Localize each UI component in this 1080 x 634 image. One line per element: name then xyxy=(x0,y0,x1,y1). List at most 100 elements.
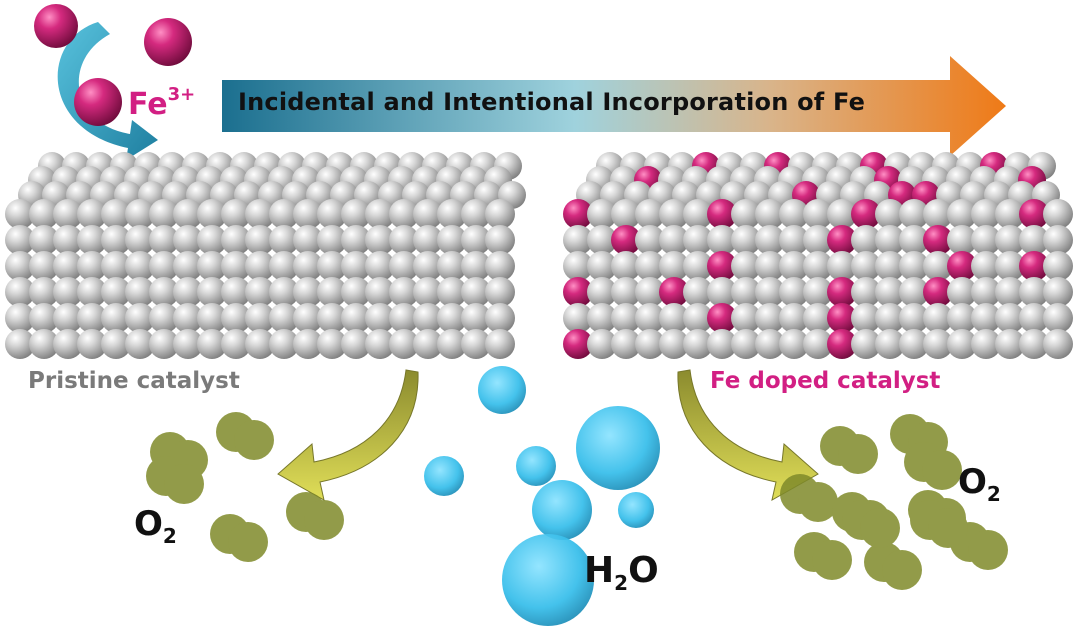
lattice-atom xyxy=(365,303,395,333)
lattice-atom xyxy=(317,251,347,281)
oxygen-bubble xyxy=(164,464,204,504)
lattice-atom xyxy=(635,225,665,255)
fe-charge: 3+ xyxy=(167,84,196,105)
lattice-atom xyxy=(29,225,59,255)
lattice-atom xyxy=(1019,329,1049,359)
lattice-atom xyxy=(221,225,251,255)
fe-atom xyxy=(707,251,737,281)
lattice-atom xyxy=(995,225,1025,255)
lattice-atom xyxy=(149,199,179,229)
lattice-atom xyxy=(875,329,905,359)
lattice-atom xyxy=(683,329,713,359)
lattice-atom xyxy=(947,225,977,255)
lattice-atom xyxy=(971,303,1001,333)
lattice-atom xyxy=(221,251,251,281)
lattice-atom xyxy=(803,225,833,255)
lattice-atom xyxy=(683,225,713,255)
lattice-atom xyxy=(173,199,203,229)
lattice-atom xyxy=(755,329,785,359)
oxygen-bubble xyxy=(922,450,962,490)
lattice-atom xyxy=(485,225,515,255)
lattice-atom xyxy=(389,251,419,281)
lattice-atom xyxy=(173,277,203,307)
lattice-atom xyxy=(851,303,881,333)
fe-atom xyxy=(827,277,857,307)
lattice-atom xyxy=(995,303,1025,333)
lattice-atom xyxy=(563,251,593,281)
lattice-atom xyxy=(5,303,35,333)
water-droplet xyxy=(516,446,556,486)
curved-down-arrow xyxy=(277,369,419,501)
o2-left-subscript: 2 xyxy=(162,524,177,548)
lattice-atom xyxy=(611,303,641,333)
lattice-atom xyxy=(563,225,593,255)
water-droplets xyxy=(424,366,660,626)
fe-atom xyxy=(923,277,953,307)
lattice-atom xyxy=(899,251,929,281)
lattice-atom xyxy=(587,225,617,255)
lattice-atom xyxy=(803,329,833,359)
lattice-atom xyxy=(683,251,713,281)
lattice-atom xyxy=(341,303,371,333)
lattice-atom xyxy=(635,329,665,359)
lattice-atom xyxy=(995,251,1025,281)
lattice-atom xyxy=(5,251,35,281)
lattice-atom xyxy=(77,303,107,333)
o2-left-symbol: O xyxy=(134,504,163,544)
lattice-atom xyxy=(269,199,299,229)
oxygen-bubble xyxy=(928,508,968,548)
fe-atom xyxy=(1019,199,1049,229)
h2o-subscript: 2 xyxy=(614,571,629,595)
lattice-atom xyxy=(197,251,227,281)
lattice-atom xyxy=(317,225,347,255)
lattice-atom xyxy=(221,329,251,359)
lattice-atom xyxy=(245,277,275,307)
curved-ion-arrow xyxy=(57,22,159,160)
lattice-atom xyxy=(875,251,905,281)
lattice-atom xyxy=(365,199,395,229)
lattice-atom xyxy=(437,329,467,359)
lattice-atom xyxy=(731,329,761,359)
lattice-atom xyxy=(923,303,953,333)
lattice-atom xyxy=(803,303,833,333)
lattice-atom xyxy=(485,251,515,281)
lattice-atom xyxy=(587,329,617,359)
lattice-atom xyxy=(5,277,35,307)
oxygen-bubble xyxy=(968,530,1008,570)
lattice-atom xyxy=(341,199,371,229)
fe-doped-catalyst-label: Fe doped catalyst xyxy=(710,368,941,394)
lattice-atom xyxy=(389,277,419,307)
lattice-atom xyxy=(971,225,1001,255)
fe-atom xyxy=(827,225,857,255)
lattice-atom xyxy=(803,277,833,307)
process-arrow xyxy=(222,56,1006,156)
water-droplet xyxy=(618,492,654,528)
lattice-atom xyxy=(29,199,59,229)
fe-atom xyxy=(707,303,737,333)
lattice-atom xyxy=(293,225,323,255)
lattice-atom xyxy=(77,329,107,359)
lattice-atom xyxy=(29,303,59,333)
lattice-atom xyxy=(413,277,443,307)
lattice-atom xyxy=(827,251,857,281)
lattice-atom xyxy=(53,303,83,333)
lattice-atom xyxy=(635,277,665,307)
lattice-atom xyxy=(899,277,929,307)
lattice-atom xyxy=(659,251,689,281)
lattice-atom xyxy=(413,329,443,359)
lattice-atom xyxy=(29,329,59,359)
lattice-atom xyxy=(197,277,227,307)
fe-symbol: Fe xyxy=(128,87,168,122)
lattice-atom xyxy=(101,303,131,333)
lattice-atom xyxy=(971,329,1001,359)
oxygen-bubble xyxy=(812,540,852,580)
o2-right-symbol: O xyxy=(958,462,987,502)
lattice-atom xyxy=(29,251,59,281)
lattice-atom xyxy=(827,199,857,229)
lattice-atom xyxy=(485,303,515,333)
lattice-atom xyxy=(851,225,881,255)
lattice-atom xyxy=(971,199,1001,229)
lattice-atom xyxy=(803,199,833,229)
lattice-atom xyxy=(779,277,809,307)
oxygen-bubble xyxy=(304,500,344,540)
